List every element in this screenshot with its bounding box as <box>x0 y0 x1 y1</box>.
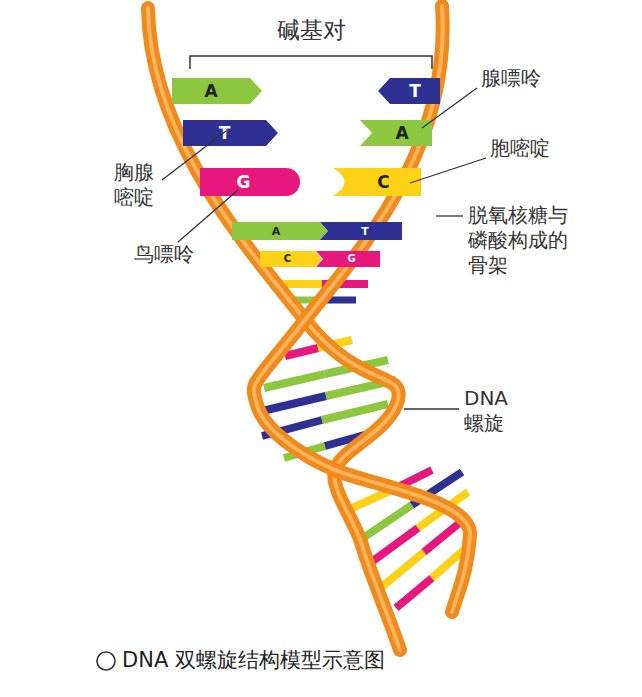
base-fill <box>232 222 328 240</box>
leader-line <box>436 215 463 216</box>
base-inner: T <box>320 222 402 240</box>
base-fill <box>333 168 421 196</box>
base-outline <box>183 120 278 146</box>
base-letter: C <box>284 254 291 264</box>
part-label: 腺嘌呤 <box>481 66 541 91</box>
leader-line <box>178 190 238 242</box>
base-fill <box>183 120 278 146</box>
base-inner: T <box>378 78 440 104</box>
base-fill <box>320 222 402 240</box>
base-inner: T <box>183 120 278 146</box>
base-outline <box>320 222 402 240</box>
base-letter: A <box>272 226 281 237</box>
base-outline <box>333 168 421 196</box>
part-label: DNA 螺旋 <box>464 386 524 436</box>
part-label: 脱氧核糖与磷酸构成的骨架 <box>468 203 572 278</box>
base-letter: G <box>237 174 251 191</box>
base-inner: A <box>360 120 432 146</box>
base-inner: A <box>172 78 262 104</box>
base-shape: T <box>183 120 278 146</box>
base-fill <box>260 251 322 267</box>
base-shape: G <box>200 168 300 196</box>
bracket-label: 碱基对 <box>277 16 346 45</box>
base-shape: T <box>320 222 402 240</box>
base-letter: G <box>347 254 355 264</box>
base-inner: A <box>232 222 328 240</box>
base-letter: A <box>204 83 217 100</box>
base-outline <box>378 78 440 104</box>
part-label: 鸟嘌呤 <box>134 242 194 267</box>
base-letter: T <box>219 125 231 142</box>
base-inner: G <box>200 168 300 196</box>
base-fill <box>360 120 432 146</box>
figure-caption: DNA 双螺旋结构模型示意图 <box>122 647 385 673</box>
base-shape: G <box>316 251 380 267</box>
base-letter: T <box>409 83 421 100</box>
backbone <box>148 6 470 650</box>
leader-line <box>404 408 459 409</box>
base-letter: T <box>361 226 369 237</box>
base-shape: A <box>232 222 328 240</box>
base-shape: C <box>260 251 322 267</box>
base-inner: C <box>260 251 322 267</box>
base-inner: C <box>333 168 421 196</box>
base-shape: T <box>378 78 440 104</box>
base-shape: C <box>333 168 421 196</box>
base-letter: C <box>377 174 389 191</box>
leader-line <box>410 158 486 183</box>
base-letter: A <box>395 125 408 142</box>
base-fill <box>200 168 300 196</box>
caption-symbol <box>97 652 115 670</box>
base-shape: A <box>360 120 432 146</box>
base-inner: G <box>316 251 380 267</box>
bracket <box>190 56 432 69</box>
part-label: 胞嘧啶 <box>490 136 550 161</box>
base-fill <box>316 251 380 267</box>
base-shape: A <box>172 78 262 104</box>
base-fill <box>378 78 440 104</box>
part-label: 胸腺嘧啶 <box>114 160 156 210</box>
base-fill <box>172 78 262 104</box>
